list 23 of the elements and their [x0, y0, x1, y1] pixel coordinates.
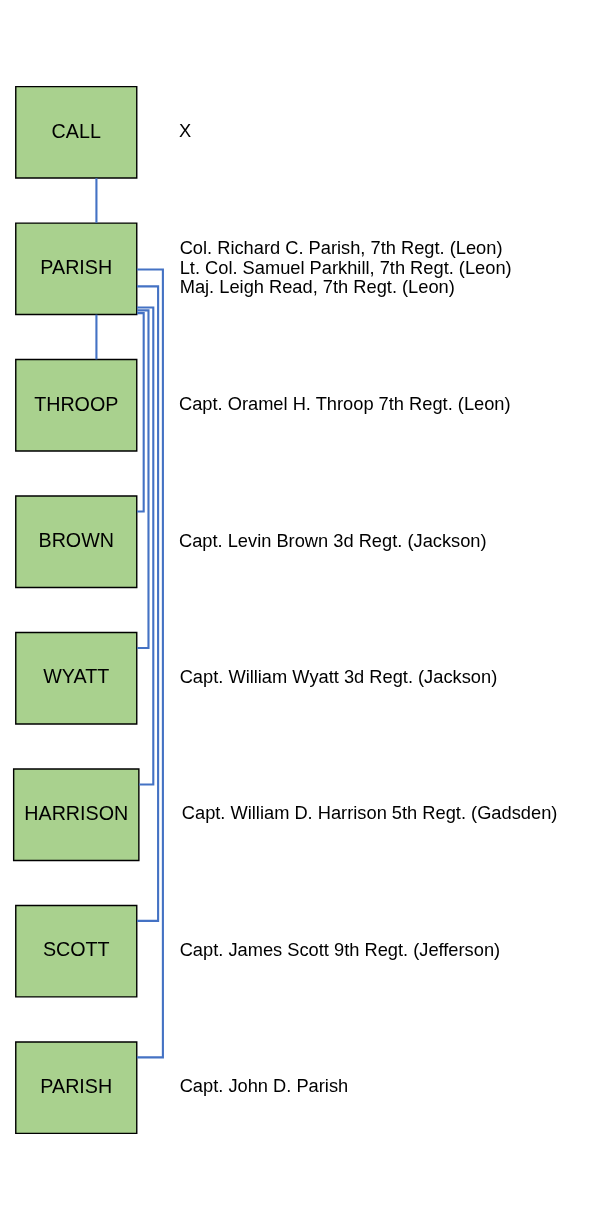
node-label: Capt. John D. Parish: [179, 1075, 349, 1097]
node-box: THROOP: [15, 358, 138, 452]
connector: [136, 312, 145, 513]
connector: [95, 178, 98, 223]
node-label: Capt. Levin Brown 3d Regt. (Jackson): [178, 529, 487, 551]
connector: [137, 309, 150, 650]
node-box: PARISH: [15, 222, 138, 316]
node-label: Capt. William D. Harrison 5th Regt. (Gadsden): [181, 802, 558, 824]
connector: [95, 314, 98, 360]
node-label: Capt. Oramel H. Throop 7th Regt. (Leon): [178, 393, 511, 415]
node-box: CALL: [15, 85, 138, 179]
node-box: WYATT: [15, 631, 138, 725]
node-label: X: [178, 120, 192, 142]
node-box: BROWN: [15, 495, 138, 589]
node-label: Capt. William Wyatt 3d Regt. (Jackson): [179, 666, 498, 688]
connector: [136, 306, 155, 786]
node-label: Capt. James Scott 9th Regt. (Jefferson): [179, 938, 501, 960]
connector: [136, 268, 164, 1059]
node-box: HARRISON: [12, 768, 140, 862]
node-label: Col. Richard C. Parish, 7th Regt. (Leon): [179, 236, 503, 258]
node-box: SCOTT: [15, 904, 138, 998]
node-box: PARISH: [15, 1041, 138, 1135]
connector: [137, 285, 160, 922]
